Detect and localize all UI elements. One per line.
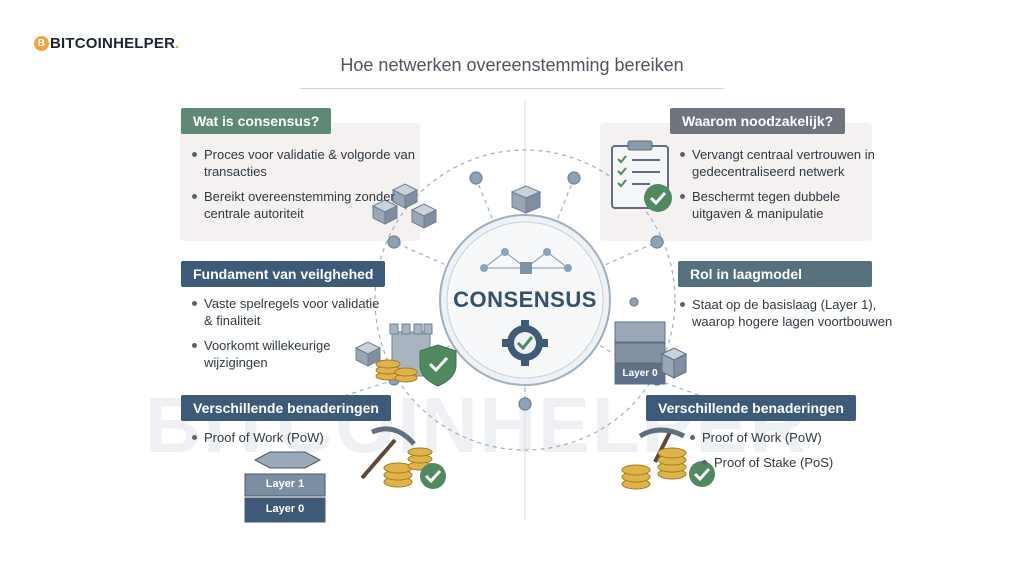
panel-why-title: Waarom noodzakelijk?: [670, 108, 846, 134]
brand-dot: .: [175, 35, 180, 52]
inner-network-lines: [483, 251, 569, 269]
list-item: Bereikt overeenstemming zonder centrale …: [190, 188, 420, 222]
panel-approaches-right-bullets: Proof of Work (PoW) Proof of Stake (PoS): [688, 429, 868, 479]
list-item: Proces voor validatie & volgorde van tra…: [190, 146, 420, 180]
panel-approaches-right-title: Verschillende benaderingen: [646, 395, 856, 421]
panel-foundation-title: Fundament van veilghehed: [181, 261, 386, 287]
layer1-label: Layer 1: [265, 478, 305, 490]
list-item: Proof of Work (PoW): [688, 429, 868, 446]
panel-role-title: Rol in laagmodel: [678, 261, 872, 287]
list-item: Vervangt centraal vertrouwen in gedecent…: [678, 146, 888, 180]
panel-role-bullets: Staat op de basislaag (Layer 1), waarop …: [678, 296, 893, 338]
panel-what-bullets: Proces voor validatie & volgorde van tra…: [190, 146, 420, 230]
list-item: Vaste spelregels voor validatie & finali…: [190, 295, 390, 329]
brand-name: BITCOINHELPER: [50, 35, 176, 52]
panel-why-bullets: Vervangt centraal vertrouwen in gedecent…: [678, 146, 888, 230]
list-item: Proof of Stake (PoS): [700, 454, 868, 471]
page-title: Hoe netwerken overeenstemming bereiken: [340, 55, 684, 75]
panel-approaches-left-bullets: Proof of Work (PoW): [190, 429, 370, 454]
list-item: Voorkomt willekeurige wijzigingen: [190, 337, 390, 371]
gear-check-icon: [502, 320, 548, 366]
layer0-right-label: Layer 0: [622, 368, 658, 379]
inner-network-nodes: [480, 248, 572, 274]
list-item: Proof of Work (PoW): [190, 429, 370, 446]
center-label: CONSENSUS: [453, 287, 597, 312]
brand-logo: B BITCOINHELPER .: [34, 35, 179, 52]
bitcoin-icon: B: [34, 36, 49, 51]
panel-what-title: Wat is consensus?: [181, 108, 332, 134]
layer0-label: Layer 0: [265, 503, 305, 515]
panel-foundation-bullets: Vaste spelregels voor validatie & finali…: [190, 295, 390, 379]
list-item: Staat op de basislaag (Layer 1), waarop …: [678, 296, 893, 330]
cube-top-center: [510, 185, 542, 214]
panel-approaches-left-title: Verschillende benaderingen: [181, 395, 391, 421]
title-divider: [300, 88, 724, 89]
list-item: Beschermt tegen dubbele uitgaven & manip…: [678, 188, 888, 222]
